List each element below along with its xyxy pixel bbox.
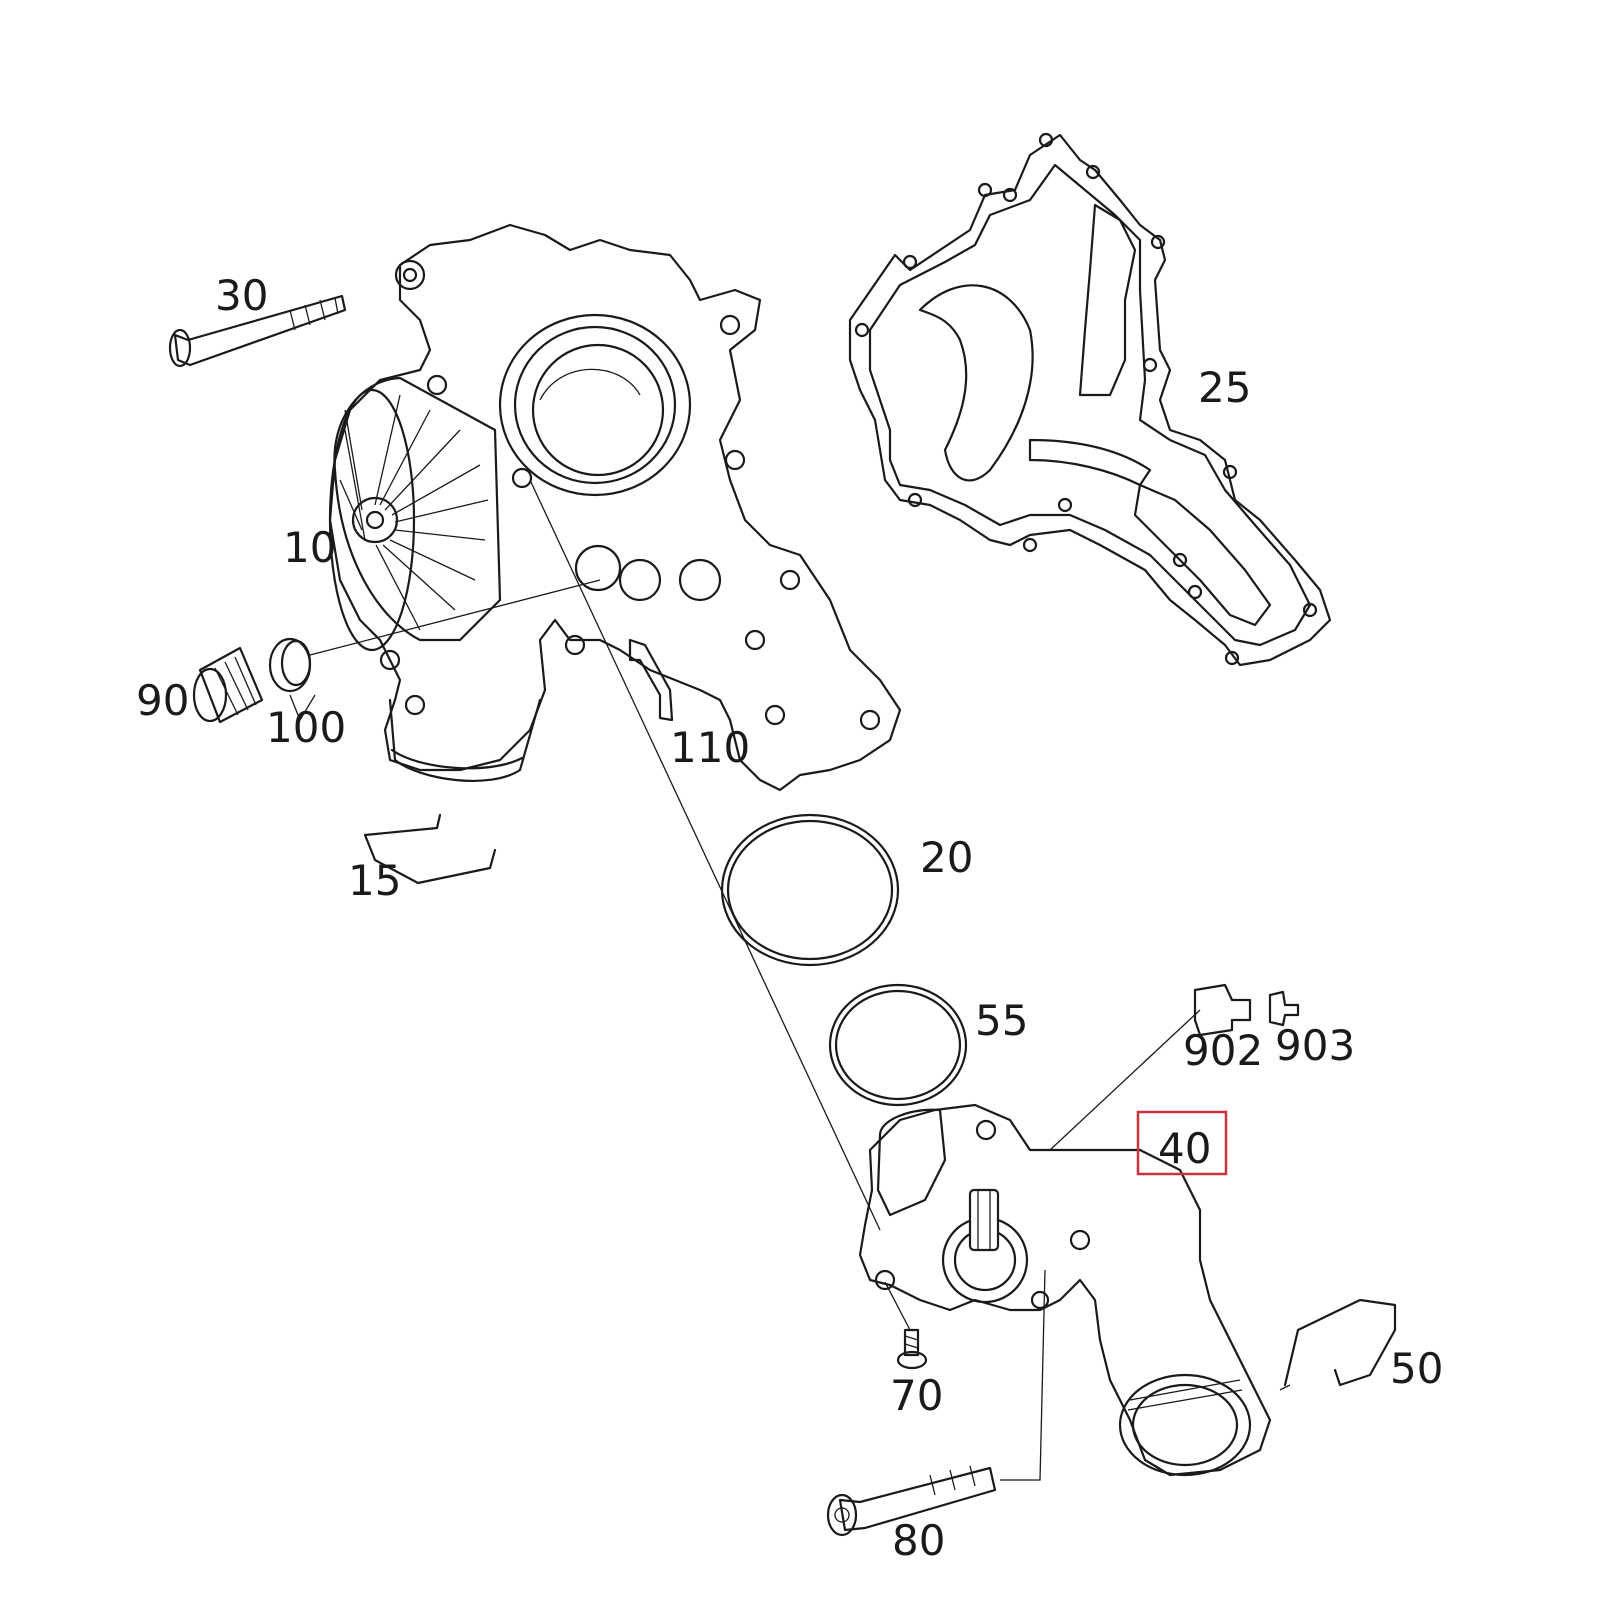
callout-20: 20 xyxy=(920,833,973,882)
clip-part-50[interactable] xyxy=(1279,1298,1397,1391)
o-ring-part-55[interactable] xyxy=(828,983,968,1107)
callout-30: 30 xyxy=(215,271,268,320)
plug-part-90[interactable] xyxy=(192,646,264,724)
callout-80: 80 xyxy=(892,1516,945,1565)
callout-40: 40 xyxy=(1158,1124,1211,1173)
callout-902: 902 xyxy=(1183,1026,1263,1075)
callout-10: 10 xyxy=(283,523,336,572)
callout-labels: 30 25 10 90 100 110 15 20 55 902 903 40 … xyxy=(136,271,1443,1565)
callout-70: 70 xyxy=(890,1371,943,1420)
o-ring-part-20[interactable] xyxy=(720,813,900,967)
clip-part-15[interactable] xyxy=(363,813,497,885)
seal-ring-part-100[interactable] xyxy=(268,637,316,722)
connector-part-902[interactable] xyxy=(1193,983,1252,1037)
callout-903: 903 xyxy=(1275,1021,1355,1070)
callout-110: 110 xyxy=(670,723,750,772)
callout-50: 50 xyxy=(1390,1344,1443,1393)
bolt-part-70[interactable] xyxy=(896,1328,928,1370)
callout-15: 15 xyxy=(348,856,401,905)
callout-90: 90 xyxy=(136,676,189,725)
water-pump-housing-part-10[interactable] xyxy=(328,223,902,792)
bolt-part-80[interactable] xyxy=(826,1465,997,1537)
callout-100: 100 xyxy=(266,703,346,752)
leader-lines xyxy=(309,479,1201,1481)
impeller-blades xyxy=(339,394,489,631)
callout-55: 55 xyxy=(975,996,1028,1045)
connector-pin-part-903[interactable] xyxy=(1268,990,1300,1027)
gasket-part-25[interactable] xyxy=(848,132,1332,667)
bolt-part-30[interactable] xyxy=(168,294,347,368)
bracket-part-110[interactable] xyxy=(628,638,674,722)
highlight-box-part-40 xyxy=(1136,1110,1228,1176)
callout-25: 25 xyxy=(1198,363,1251,412)
thermostat-housing-part-40[interactable] xyxy=(858,1103,1272,1477)
